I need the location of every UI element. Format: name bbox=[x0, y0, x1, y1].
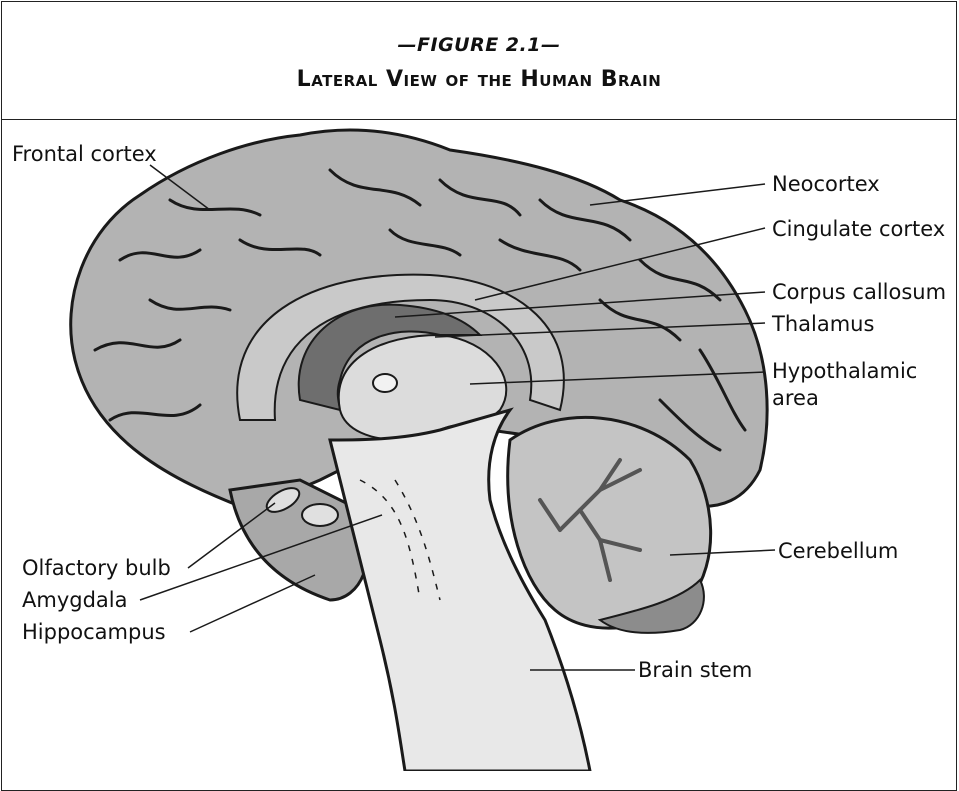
label-cingulate-cortex: Cingulate cortex bbox=[772, 218, 945, 241]
label-olfactory-bulb: Olfactory bulb bbox=[22, 557, 171, 580]
label-frontal-cortex: Frontal cortex bbox=[12, 143, 157, 166]
fornix-ellipse bbox=[373, 374, 397, 392]
label-cerebellum: Cerebellum bbox=[778, 540, 898, 563]
label-corpus-callosum: Corpus callosum bbox=[772, 281, 946, 304]
label-hypothalamic-area-line1: Hypothalamic bbox=[772, 360, 917, 383]
label-hypothalamic-area-line2: area bbox=[772, 387, 819, 410]
label-hippocampus: Hippocampus bbox=[22, 621, 166, 644]
label-amygdala: Amygdala bbox=[22, 589, 127, 612]
label-thalamus: Thalamus bbox=[772, 313, 874, 336]
leader-hippocampus bbox=[190, 575, 315, 632]
label-neocortex: Neocortex bbox=[772, 173, 880, 196]
leader-neocortex bbox=[590, 184, 765, 205]
amygdala bbox=[302, 504, 338, 526]
label-brain-stem: Brain stem bbox=[638, 659, 752, 682]
